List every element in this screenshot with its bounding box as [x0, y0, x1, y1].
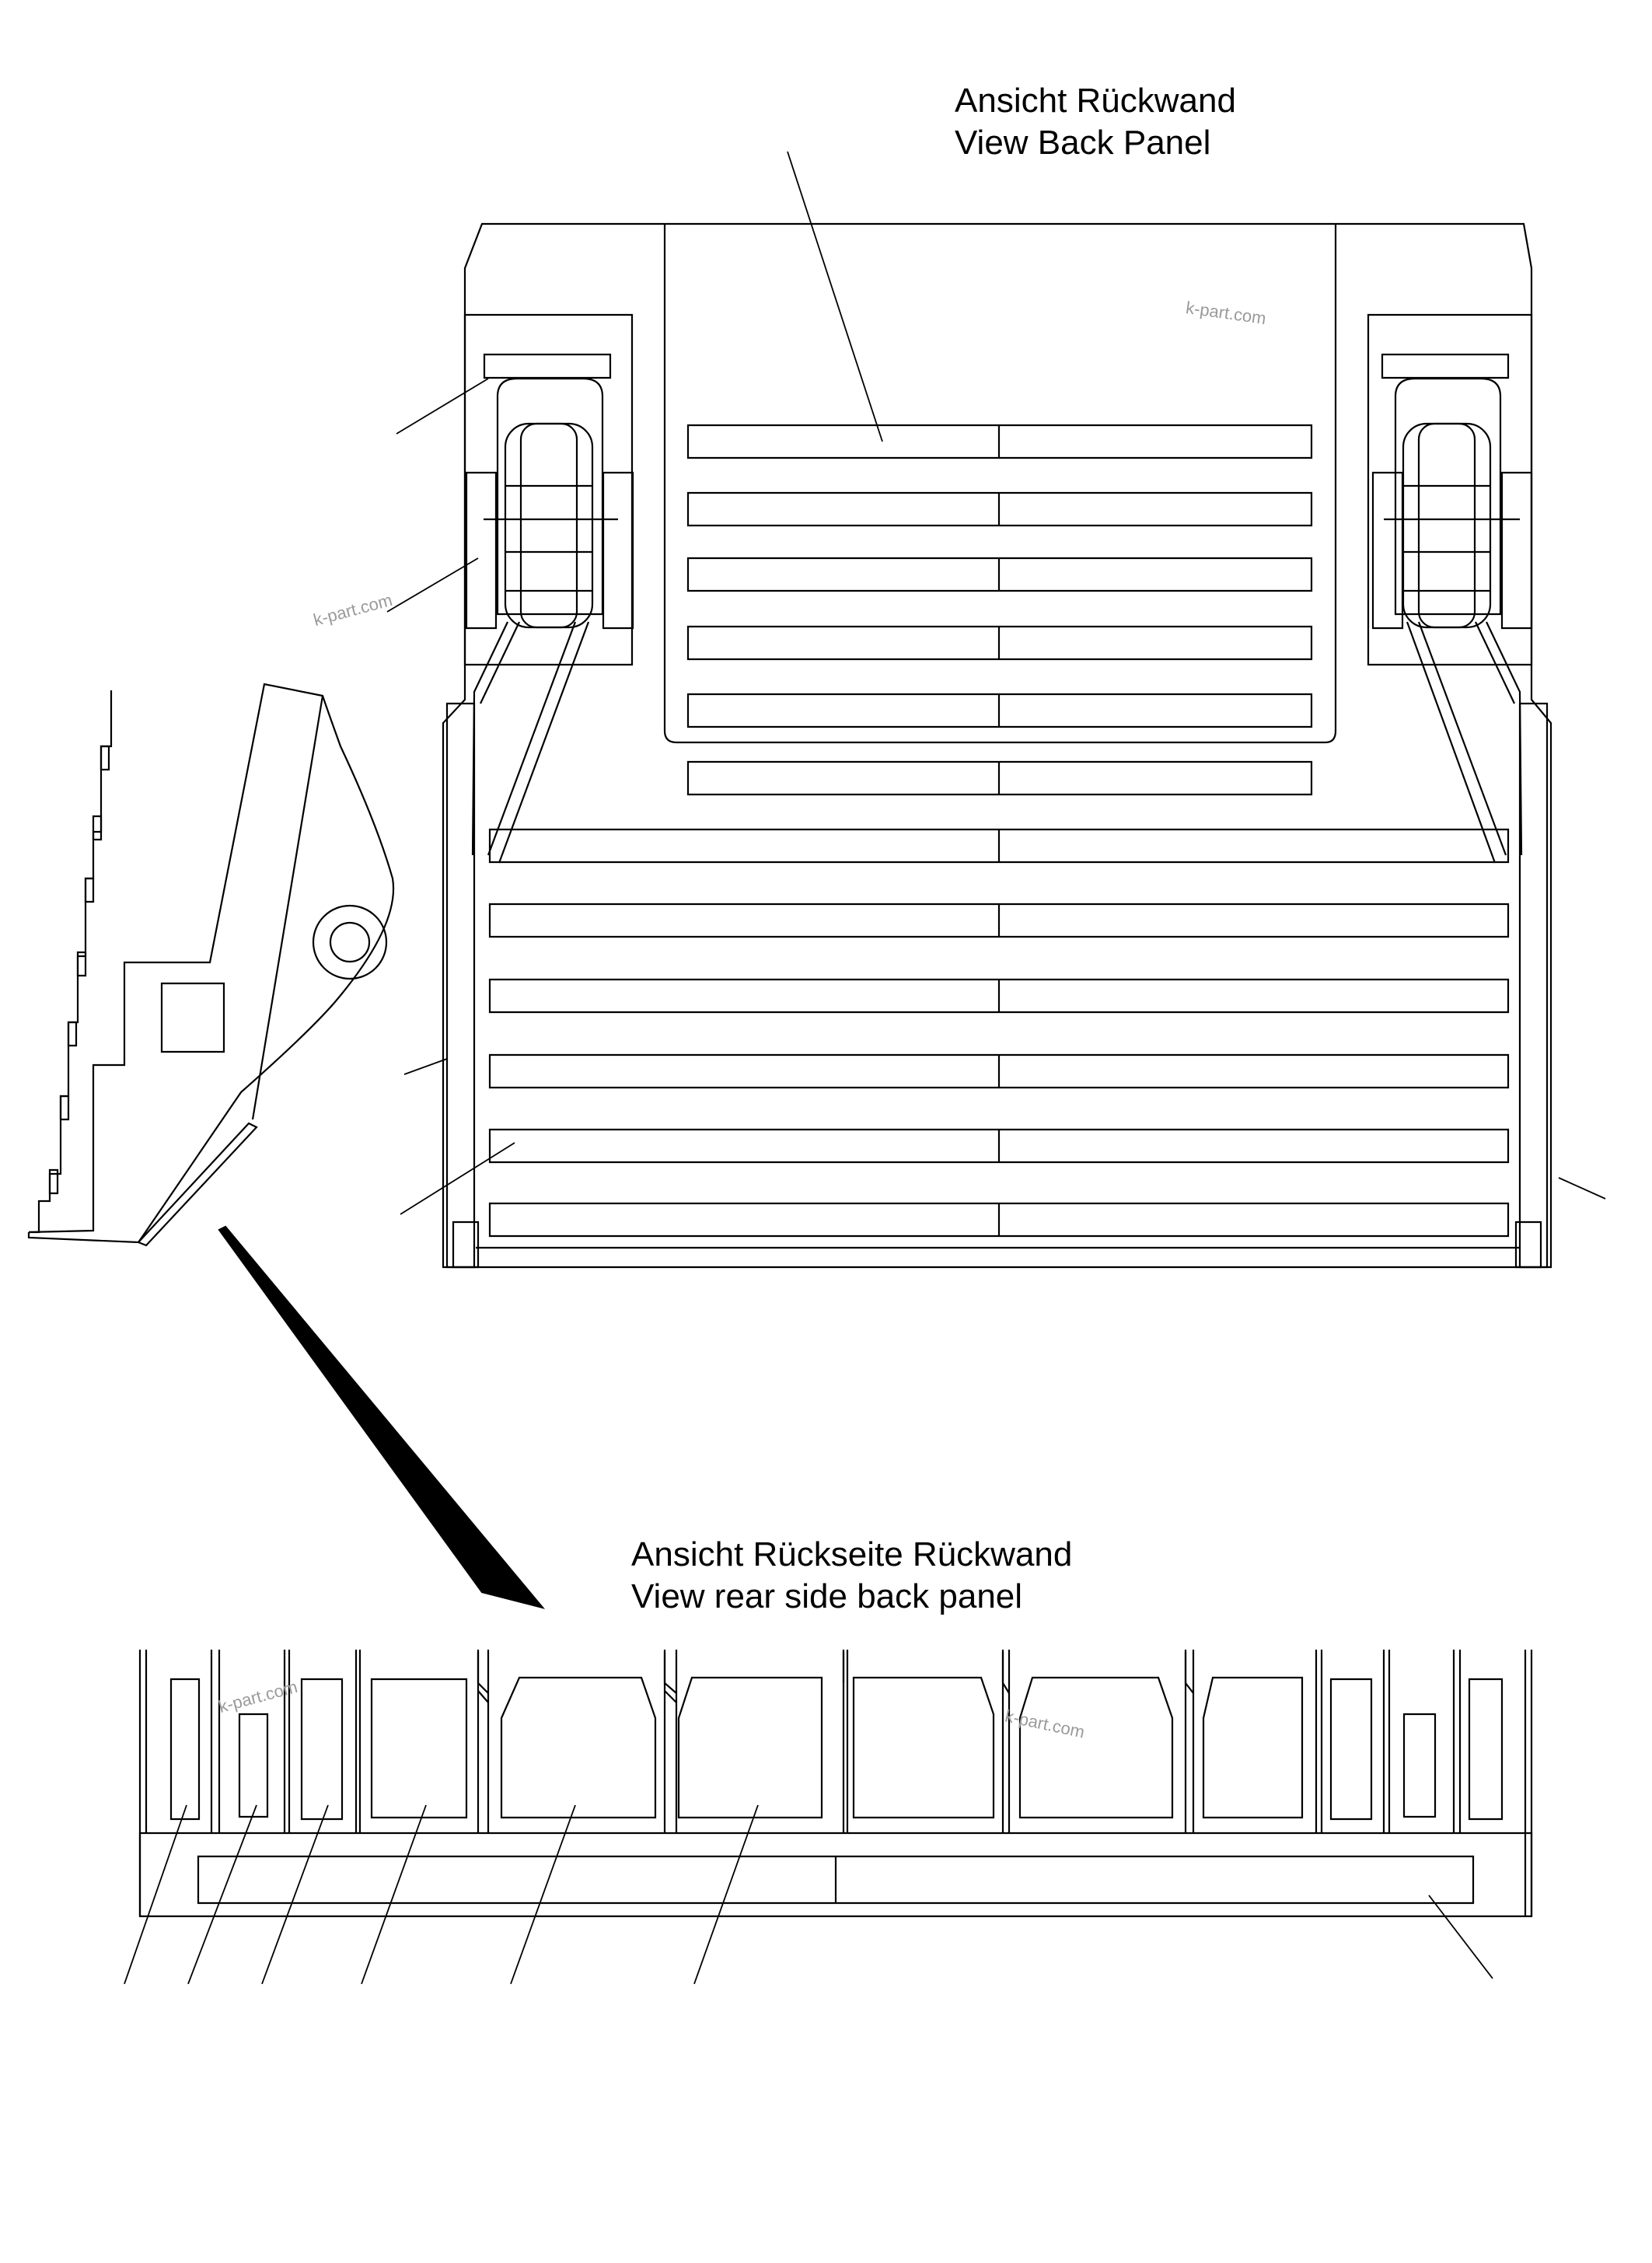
side-pivot-inner — [330, 923, 369, 962]
bottom-view-title: Ansicht Rückseite Rückwand View rear sid… — [631, 1534, 1072, 1618]
side-cutting-edge — [138, 1123, 257, 1245]
side-teeth-edge — [29, 690, 111, 1232]
pocket-3 — [679, 1678, 822, 1818]
slot-3 — [302, 1679, 342, 1819]
slot-2 — [239, 1714, 267, 1817]
top-view-title: Ansicht Rückwand View Back Panel — [955, 80, 1236, 164]
upper-slats — [688, 425, 1311, 794]
bottom-view-title-en: View rear side back panel — [631, 1577, 1023, 1615]
side-plate-line — [253, 696, 323, 1119]
bottom-view-title-de: Ansicht Rückseite Rückwand — [631, 1535, 1073, 1573]
side-view-bucket — [29, 684, 393, 1245]
pocket-1 — [372, 1679, 466, 1818]
right-top-bracket — [1382, 354, 1508, 378]
lower-slats — [490, 829, 1508, 1236]
right-side-block — [1368, 315, 1532, 665]
bottom-base-beam — [140, 1833, 1532, 1916]
top-view-back-panel — [387, 152, 1605, 1267]
side-teeth — [50, 746, 109, 1193]
pocket-6 — [1203, 1678, 1302, 1818]
top-leader-lines — [387, 152, 1605, 1214]
right-post-foot — [1516, 1222, 1541, 1267]
left-side-block — [465, 315, 632, 665]
pocket-2 — [501, 1678, 655, 1818]
bottom-view-rear-side — [124, 1650, 1532, 1984]
bottom-leader-lines — [124, 1805, 1493, 1984]
left-top-bracket — [484, 354, 610, 378]
right-side-post — [1520, 704, 1547, 1267]
left-post-foot — [453, 1222, 478, 1267]
pocket-5 — [1020, 1678, 1172, 1818]
top-view-title-de: Ansicht Rückwand — [955, 82, 1236, 120]
slot-1 — [171, 1679, 199, 1819]
left-hinge — [466, 379, 633, 863]
bottom-rib-chamfers — [478, 1652, 1193, 1702]
slot-5 — [1404, 1714, 1435, 1817]
pocket-4 — [854, 1678, 994, 1818]
center-plate — [665, 224, 1336, 742]
top-view-title-en: View Back Panel — [955, 124, 1211, 162]
side-square-cutout — [162, 983, 224, 1052]
slot-6 — [1469, 1679, 1502, 1819]
side-pivot-outer — [313, 906, 386, 979]
top-housing-outline — [443, 224, 1551, 1267]
right-hinge — [1373, 379, 1532, 863]
view-direction-arrow — [219, 1227, 543, 1608]
side-body-outline — [29, 684, 393, 1242]
slot-4 — [1331, 1679, 1371, 1819]
